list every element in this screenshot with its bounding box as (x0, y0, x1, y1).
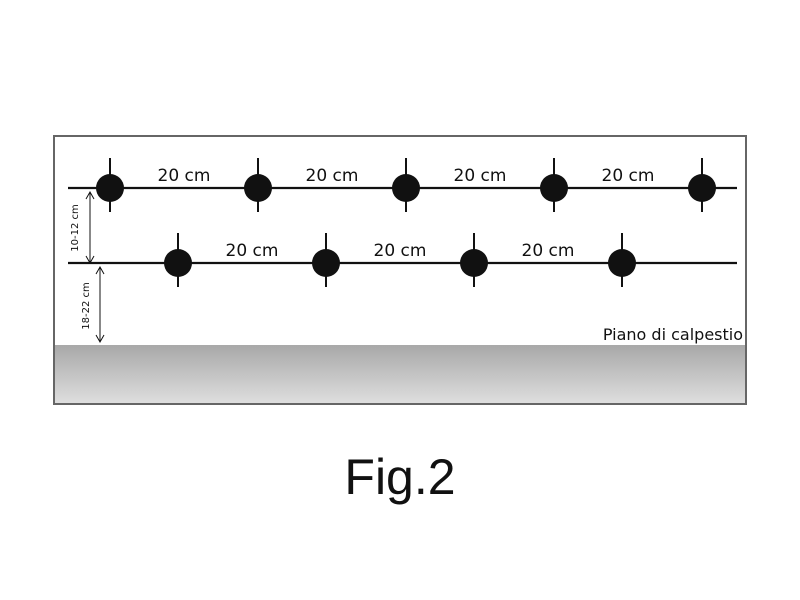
lower-spacing-label: 20 cm (226, 241, 279, 261)
upper-spacing-label: 20 cm (602, 166, 655, 186)
lower-plant-marker (608, 249, 636, 277)
lower-plant-marker (460, 249, 488, 277)
upper-plant-marker (244, 174, 272, 202)
lower-plant-marker (312, 249, 340, 277)
upper-spacing-label: 20 cm (454, 166, 507, 186)
upper-plant-marker (688, 174, 716, 202)
figure-caption: Fig.2 (344, 449, 456, 505)
upper-gap-label: 10-12 cm (70, 204, 81, 251)
upper-plant-marker (96, 174, 124, 202)
lower-gap-label: 18-22 cm (81, 282, 92, 329)
lower-gap-dimension: 18-22 cm (81, 265, 105, 344)
lower-spacing-label: 20 cm (374, 241, 427, 261)
floor-label: Piano di calpestio (603, 325, 743, 344)
lower-spacing-label: 20 cm (522, 241, 575, 261)
upper-spacing-label: 20 cm (158, 166, 211, 186)
upper-plant-marker (540, 174, 568, 202)
upper-plant-marker (392, 174, 420, 202)
wire-rows: 20 cm 20 cm 20 cm 20 cm 20 cm 20 cm 20 cm (68, 158, 737, 287)
floor-band (55, 345, 745, 403)
upper-spacing-label: 20 cm (306, 166, 359, 186)
lower-plant-marker (164, 249, 192, 277)
upper-gap-dimension: 10-12 cm (70, 190, 95, 265)
